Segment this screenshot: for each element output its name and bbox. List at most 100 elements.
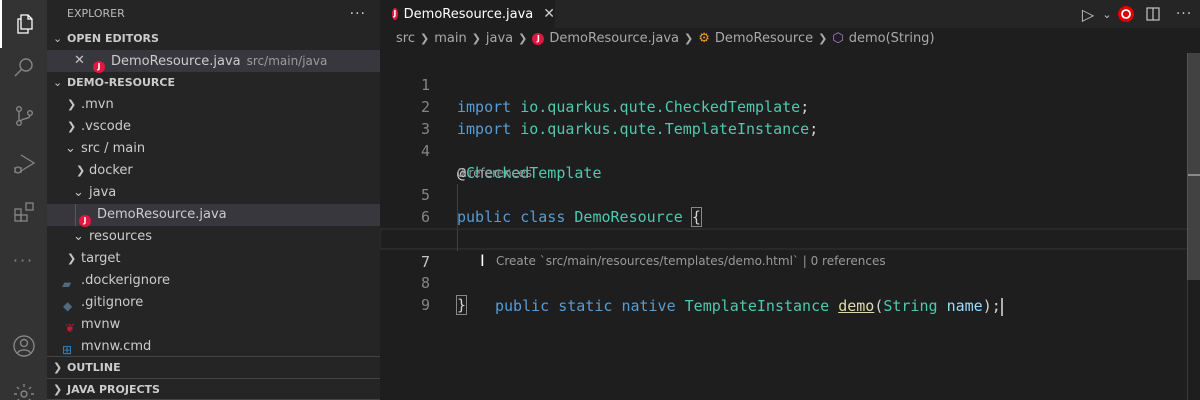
close-tab-icon[interactable]: ✕: [543, 6, 555, 22]
tree-item-mvnw-cmd[interactable]: ⊞ mvnw.cmd: [47, 336, 380, 358]
code-lens-method: Create `src/main/resources/templates/dem…: [380, 206, 1188, 268]
chevron-down-icon: ⌄: [65, 141, 76, 156]
tree-item-label: DemoResource.java: [97, 207, 227, 222]
windows-icon: ⊞: [62, 343, 73, 357]
chevron-right-icon: ❯: [67, 252, 77, 265]
keyword: class: [520, 208, 566, 226]
ellipsis-icon[interactable]: ···: [12, 250, 35, 270]
run-icon[interactable]: ▷: [1081, 4, 1095, 24]
gear-icon[interactable]: 1: [0, 370, 47, 400]
chevron-right-icon: ❯: [67, 120, 77, 133]
tree-item-label: .vscode: [81, 119, 131, 134]
class-name: DemoResource: [574, 208, 683, 226]
activity-bar: ··· 1: [0, 0, 47, 400]
tree-item-resources[interactable]: ⌄ resources: [47, 226, 380, 248]
tree-item-label: mvnw.cmd: [81, 339, 152, 354]
tree-item-mvnw[interactable]: ❦ mvnw: [47, 314, 380, 336]
code-line-3: 3: [380, 96, 1188, 138]
tree-item-mvn[interactable]: ❯ .mvn: [47, 94, 380, 116]
chevron-down-icon: ⌄: [73, 229, 84, 244]
project-label: DEMO-RESOURCE: [67, 76, 175, 89]
source-control-icon[interactable]: [0, 92, 47, 140]
import-package: io.quarkus.qute.CheckedTemplate: [520, 98, 801, 116]
tree-item-target[interactable]: ❯ target: [47, 248, 380, 270]
tree-item-label: src / main: [81, 141, 146, 156]
extensions-icon[interactable]: [0, 188, 47, 236]
run-debug-icon[interactable]: [0, 140, 47, 188]
breadcrumb-src[interactable]: src: [396, 31, 415, 46]
tree-item-label: docker: [89, 163, 133, 178]
references-lens[interactable]: 0 references: [457, 166, 532, 180]
line-number: 8: [420, 274, 430, 292]
matching-brace: }: [455, 295, 468, 315]
editor-area: J DemoResource.java ✕ ▷ ⌄ ··· src ❯ main…: [380, 0, 1200, 400]
open-editors-label: OPEN EDITORS: [67, 32, 159, 45]
indent-guide: [457, 206, 458, 228]
line-number: 1: [420, 76, 430, 94]
tree-item-gitignore[interactable]: ◆ .gitignore: [47, 292, 380, 314]
param-name: name: [946, 297, 983, 315]
tree-item-label: .mvn: [81, 97, 114, 112]
line-number: 3: [420, 120, 430, 138]
close-icon[interactable]: ✕: [74, 53, 85, 68]
java-projects-header[interactable]: ❯ JAVA PROJECTS: [47, 378, 380, 400]
breadcrumb-separator: ❯: [818, 32, 828, 45]
create-template-lens[interactable]: Create `src/main/resources/templates/dem…: [496, 254, 886, 268]
tab-demoresource-java[interactable]: J DemoResource.java ✕: [380, 0, 555, 28]
code-line-4: 4 @CheckedTemplate: [380, 118, 1188, 182]
breadcrumb-separator: ❯: [684, 32, 694, 45]
tab-label: DemoResource.java: [403, 6, 534, 22]
open-editors-header[interactable]: ⌄ OPEN EDITORS: [47, 28, 380, 50]
cursor-position-marker: [1188, 174, 1200, 176]
tree-item-label: resources: [89, 229, 153, 244]
editor-actions: ▷ ⌄ ···: [1076, 0, 1200, 28]
breadcrumb-separator: ❯: [419, 32, 430, 45]
outline-header[interactable]: ❯ OUTLINE: [47, 356, 380, 378]
tree-item-vscode[interactable]: ❯ .vscode: [47, 116, 380, 138]
vertical-scrollbar[interactable]: [1187, 53, 1200, 280]
chevron-right-icon: ❯: [67, 98, 77, 111]
keyword: import: [457, 98, 512, 116]
run-dropdown-icon[interactable]: ⌄: [1102, 7, 1112, 21]
account-icon[interactable]: [0, 322, 47, 370]
quarkus-icon[interactable]: [1114, 0, 1138, 28]
tree-item-label: mvnw: [81, 317, 121, 332]
more-actions-icon[interactable]: ···: [349, 6, 366, 22]
git-icon: ◆: [63, 299, 73, 313]
open-editor-filename: DemoResource.java: [111, 54, 241, 69]
tree-item-dockerignore[interactable]: ▰ .dockerignore: [47, 270, 380, 292]
tree-item-src-main[interactable]: ⌄ src / main: [47, 138, 380, 160]
keyword: static: [558, 297, 613, 315]
maven-feather-icon: ❦: [65, 321, 76, 335]
indent-guide: [457, 229, 458, 251]
tree-item-java[interactable]: ⌄ java: [47, 182, 380, 204]
more-actions-icon[interactable]: ···: [1175, 6, 1193, 22]
breadcrumb-class[interactable]: DemoResource: [714, 31, 814, 46]
code-line-8: 8 } I: [380, 250, 1188, 315]
outline-label: OUTLINE: [67, 361, 121, 374]
punctuation: ;: [809, 120, 819, 138]
tree-item-docker[interactable]: ❯ docker: [47, 160, 380, 182]
code-editor[interactable]: 1 import io.quarkus.qute.CheckedTemplate…: [380, 52, 1188, 316]
search-icon[interactable]: [0, 44, 47, 92]
explorer-sidebar: EXPLORER ··· ⌄ OPEN EDITORS ✕ J DemoReso…: [47, 0, 380, 400]
project-header[interactable]: ⌄ DEMO-RESOURCE: [47, 72, 380, 94]
breadcrumb-separator: ❯: [471, 32, 481, 45]
breadcrumb-method[interactable]: demo(String): [848, 31, 935, 46]
punctuation: );: [982, 297, 1001, 315]
chevron-down-icon: ⌄: [73, 185, 84, 200]
line-number: 5: [420, 186, 430, 204]
breadcrumb-java[interactable]: java: [485, 31, 514, 46]
chevron-right-icon: ❯: [53, 361, 63, 374]
breadcrumb-file[interactable]: DemoResource.java: [549, 31, 679, 46]
split-editor-icon[interactable]: [1138, 0, 1168, 28]
return-type: TemplateInstance: [684, 297, 830, 315]
tree-item-demoresource-java[interactable]: J DemoResource.java: [47, 204, 380, 227]
code-line-1: 1 import io.quarkus.qute.CheckedTemplate…: [380, 52, 1188, 116]
annotation-name: CheckedTemplate: [466, 164, 602, 182]
keyword: import: [457, 120, 512, 138]
sidebar-title: EXPLORER ···: [47, 0, 380, 28]
explorer-icon[interactable]: [0, 0, 47, 48]
breadcrumb-main[interactable]: main: [434, 31, 467, 46]
